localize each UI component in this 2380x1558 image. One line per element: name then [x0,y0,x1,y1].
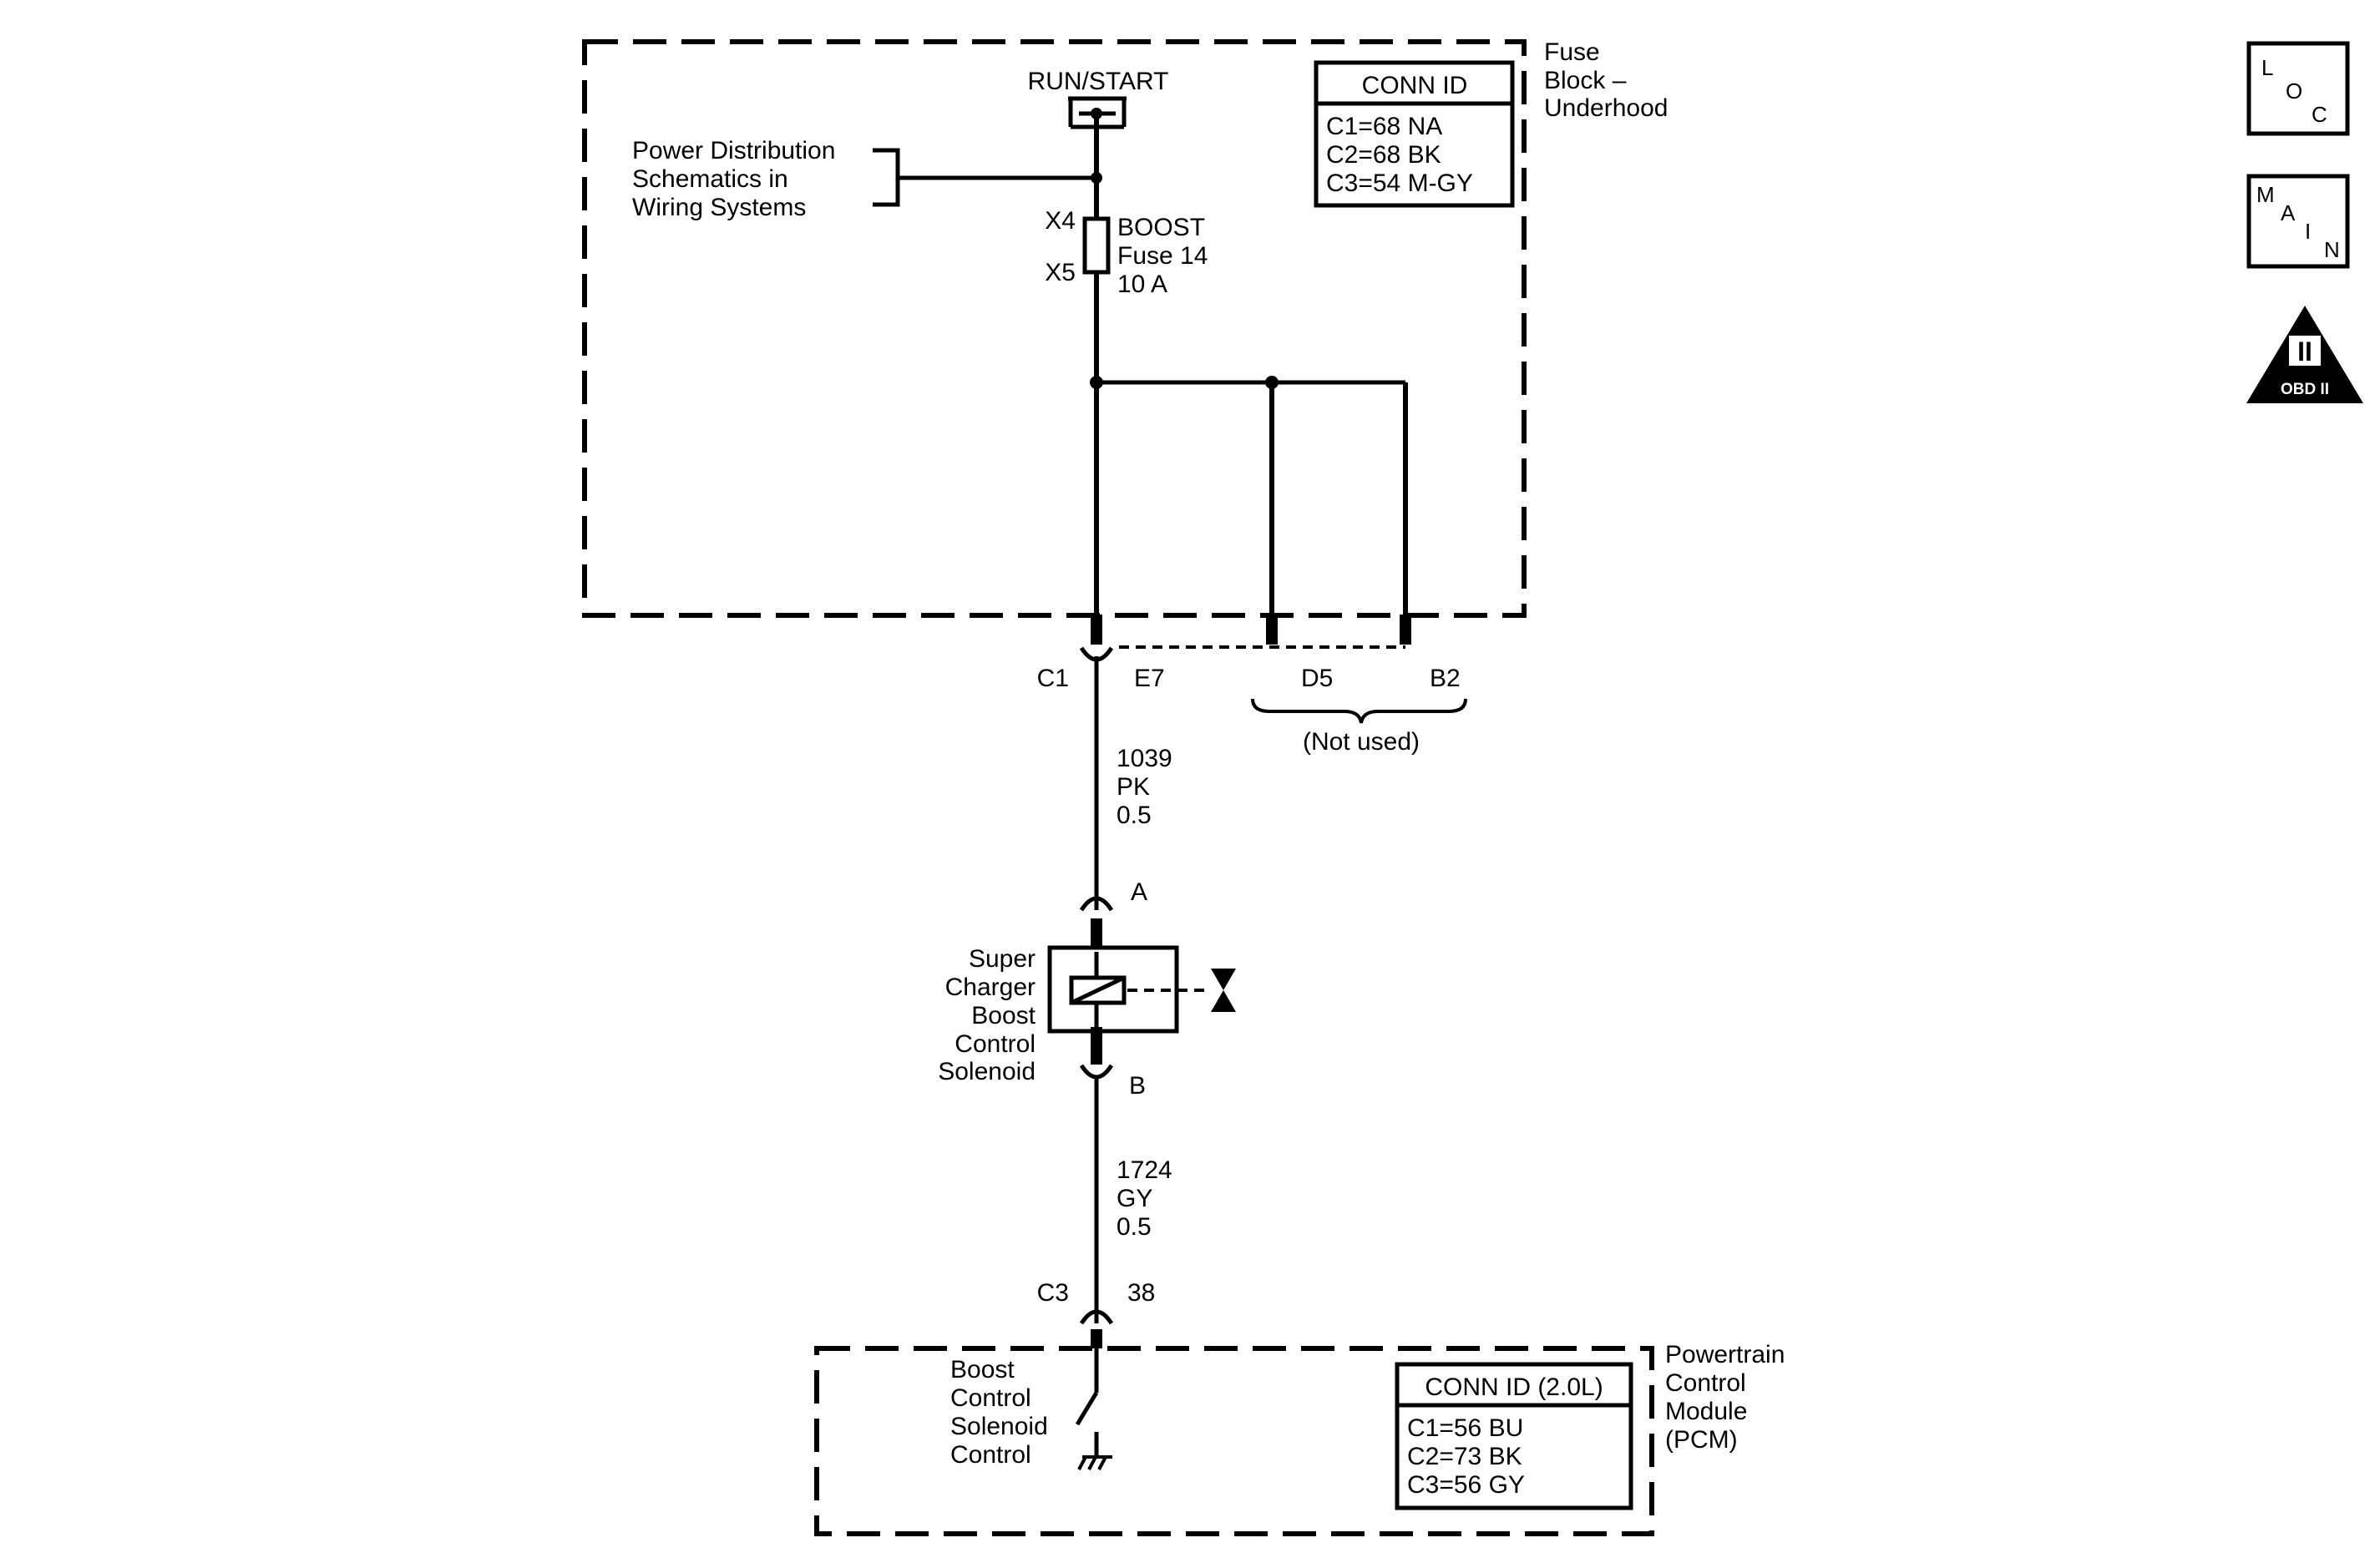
solenoid-pin-a-cup [1079,896,1114,912]
solenoid-coil-slash [1070,975,1126,1005]
fuse-block-conn-id-row-2: C2=68 BK [1326,141,1441,169]
pcm-switch-label-line-4: Control [950,1441,1031,1469]
wire-1039-color: PK [1117,773,1150,801]
fuse-block-label-line-2: Block – [1544,67,1627,94]
fuse-block-label-line-3: Underhood [1544,94,1668,122]
solenoid-label-line-2: Charger [945,974,1036,1001]
pcm-label-line-1: Powertrain [1665,1341,1785,1368]
c3-connector-label: C3 [1037,1279,1069,1307]
c1-connector-label: C1 [1037,665,1069,692]
wire-1039-gauge: 0.5 [1117,802,1152,829]
run-start-terminal-symbol [1068,96,1127,129]
solenoid-label-line-1: Super [969,945,1036,973]
not-used-label: (Not used) [1303,728,1420,756]
pcm-conn-id-row-3: C3=56 GY [1407,1471,1525,1499]
pcm-conn-id-box [1395,1362,1633,1510]
fuse-block-outline [582,39,1527,618]
fuse-block-conn-id-box [1314,60,1515,208]
valve-icon-bottom [1211,990,1236,1012]
pcm-label-line-3: Module [1665,1398,1747,1425]
fuse-block-conn-id-title: CONN ID [1362,72,1468,99]
obd-ii-label: OBD II [2281,381,2329,398]
fuse-label-line-2: Fuse 14 [1117,242,1208,270]
valve-icon-top [1211,969,1236,990]
solenoid-pin-a-label: A [1131,878,1147,906]
pcm-label-line-2: Control [1665,1369,1746,1397]
solenoid-label-line-3: Boost [971,1002,1036,1029]
power-source-label: RUN/START [1028,68,1169,95]
c1-pin-e7-label: E7 [1134,665,1165,692]
pcm-switch-label-line-1: Boost [950,1356,1015,1383]
wire-1724-color: GY [1117,1185,1152,1212]
fuse-out-terminal: X5 [1045,259,1076,286]
not-used-brace [1251,698,1467,724]
loc-icon-letter-2: O [2286,78,2302,104]
pcm-switch-blade [1075,1391,1099,1426]
ground-icon [1077,1455,1112,1470]
fuse-14-symbol [1082,216,1111,275]
fuse-in-terminal: X4 [1045,207,1076,235]
solenoid-label-line-5: Solenoid [938,1058,1036,1085]
fuse-label-line-3: 10 A [1117,271,1167,298]
wire-1039-circuit: 1039 [1117,745,1172,772]
fuse-block-label-line-1: Fuse [1544,38,1600,66]
c1-pin-d5-label: D5 [1301,665,1333,692]
wire-1724-gauge: 0.5 [1117,1213,1152,1241]
loc-icon-letter-1: L [2261,55,2273,80]
c1-pin-b2-label: B2 [1430,665,1461,692]
wire-1724-circuit: 1724 [1117,1156,1172,1184]
fuse-label-line-1: BOOST [1117,214,1205,241]
solenoid-body [1047,945,1179,1034]
pcm-switch-label-line-3: Solenoid [950,1413,1048,1440]
pcm-conn-id-title: CONN ID (2.0L) [1425,1373,1603,1401]
main-icon-box[interactable] [2246,174,2350,269]
pcm-outline [814,1346,1654,1536]
obd-ii-numeral: II [2297,336,2312,367]
reference-bracket [873,148,900,207]
main-icon-letter-2: A [2281,200,2296,225]
main-icon-letter-1: M [2256,182,2275,207]
obd-ii-numeral-bg [2289,336,2321,366]
loc-icon-box[interactable] [2246,41,2350,136]
c3-pin-label: 38 [1127,1279,1155,1307]
reference-label-line-2: Schematics in [632,165,788,193]
fuse-block-conn-id-row-1: C1=68 NA [1326,113,1442,140]
main-icon-letter-3: I [2305,219,2311,244]
solenoid-pin-b-label: B [1129,1072,1146,1100]
reference-label-line-1: Power Distribution [632,137,835,164]
reference-label-line-3: Wiring Systems [632,194,806,221]
pcm-label-line-4: (PCM) [1665,1426,1738,1454]
pcm-conn-id-row-2: C2=73 BK [1407,1443,1522,1470]
fuse-block-conn-id-row-3: C3=54 M-GY [1326,169,1473,197]
pcm-conn-id-row-1: C1=56 BU [1407,1414,1523,1442]
main-icon-letter-4: N [2324,237,2340,262]
reference-splice [1091,172,1102,184]
c3-connector-cup [1079,1309,1114,1325]
loc-icon-letter-3: C [2312,102,2327,127]
pcm-switch-label-line-2: Control [950,1384,1031,1412]
solenoid-pin-b-cup [1079,1064,1114,1080]
solenoid-label-line-4: Control [955,1030,1036,1058]
